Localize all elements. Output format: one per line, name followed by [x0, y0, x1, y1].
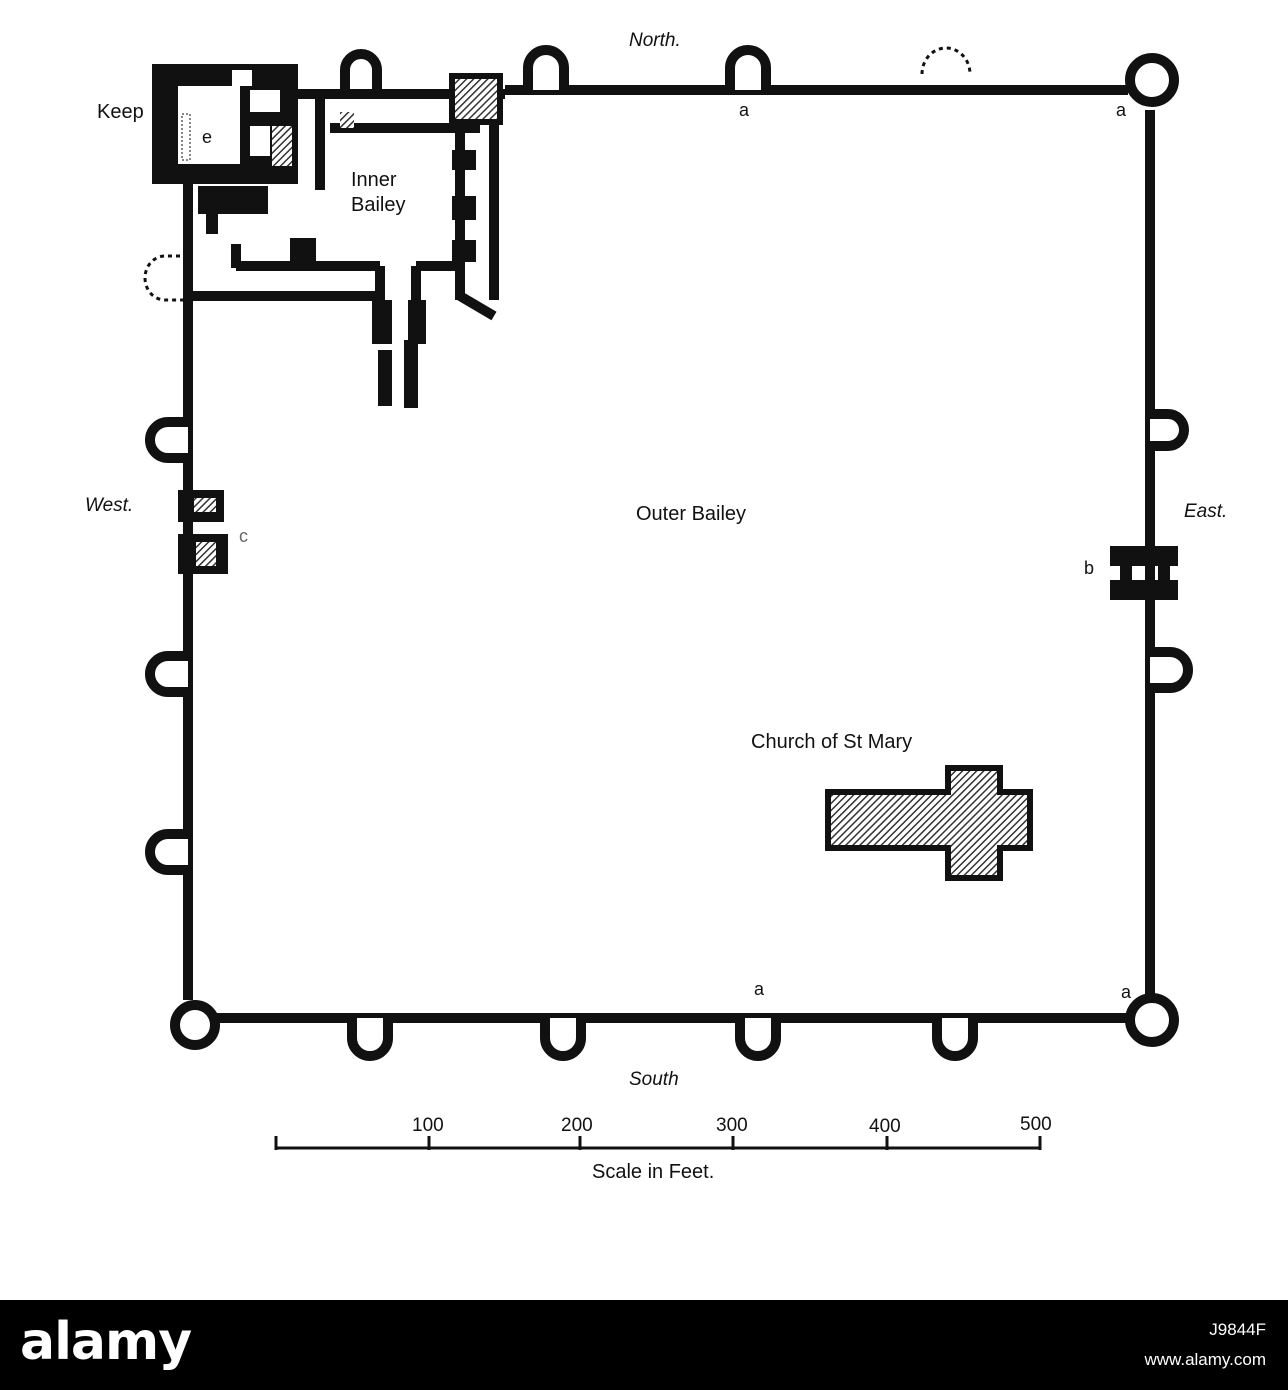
- north-tower-dotted: [920, 46, 972, 75]
- inner-bailey-details: [198, 73, 503, 408]
- key-a-south-east: a: [1121, 982, 1132, 1002]
- south-towers: [347, 1018, 978, 1061]
- brand-logo: alamy: [20, 1312, 192, 1372]
- east-label: East.: [1184, 501, 1227, 522]
- inner-bailey-label-line1: Inner: [351, 169, 397, 191]
- inner-bailey-label-line2: Bailey: [351, 194, 405, 216]
- watermark-footer: alamy J9844F www.alamy.com: [0, 1300, 1288, 1390]
- key-a-north-east: a: [1116, 100, 1127, 120]
- brand-url: www.alamy.com: [1144, 1350, 1266, 1369]
- key-c: c: [239, 526, 248, 546]
- key-e: e: [202, 127, 212, 147]
- scale-tick-500: 500: [1020, 1114, 1052, 1135]
- west-label: West.: [85, 495, 133, 516]
- key-a-south-middle: a: [754, 979, 765, 999]
- west-towers: [145, 417, 188, 875]
- north-towers: [340, 45, 771, 90]
- east-gate-b: [1110, 546, 1178, 600]
- keep-building: [152, 64, 298, 184]
- west-gate-c: [178, 490, 228, 574]
- church-label: Church of St Mary: [751, 731, 912, 753]
- key-a-north-middle: a: [739, 100, 750, 120]
- north-label: North.: [629, 30, 681, 51]
- west-tower-dotted: [143, 254, 188, 302]
- tower-southwest: [170, 1000, 220, 1050]
- outer-bailey-label: Outer Bailey: [636, 503, 746, 525]
- keep-label: Keep: [97, 101, 144, 123]
- scale-caption: Scale in Feet.: [592, 1161, 714, 1183]
- scale-tick-400: 400: [869, 1116, 901, 1137]
- outer-curtain-wall: [183, 85, 1155, 1023]
- scale-tick-300: 300: [716, 1115, 748, 1136]
- corner-towers: [170, 53, 1179, 1050]
- scale-bar: [274, 1136, 1042, 1150]
- plan-drawing: North. South East. West. Keep Inner Bail…: [85, 30, 1227, 1183]
- east-towers: [1150, 409, 1193, 693]
- church-st-mary: [825, 765, 1033, 881]
- south-label: South: [629, 1069, 679, 1090]
- scale-tick-100: 100: [412, 1115, 444, 1136]
- tower-southeast: [1125, 993, 1179, 1047]
- key-b: b: [1084, 558, 1094, 578]
- tower-northeast: [1125, 53, 1179, 107]
- scale-tick-200: 200: [561, 1115, 593, 1136]
- castle-plan: North. South East. West. Keep Inner Bail…: [85, 30, 1228, 1183]
- image-id: J9844F: [1209, 1320, 1266, 1339]
